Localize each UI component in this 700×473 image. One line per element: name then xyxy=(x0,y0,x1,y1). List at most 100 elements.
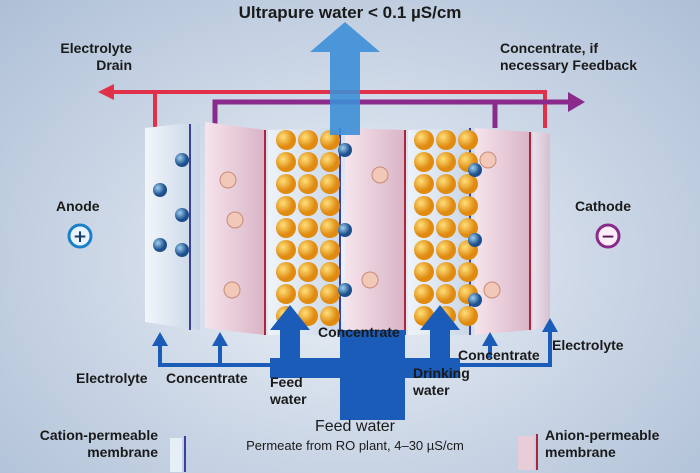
ions xyxy=(153,143,501,307)
electrolyte-drain-line xyxy=(98,84,547,128)
resin-bead xyxy=(298,306,318,326)
cation-ion xyxy=(153,238,167,252)
feed-manifold xyxy=(152,305,558,420)
resin-bead xyxy=(320,262,340,282)
cathode-label: Cathode xyxy=(575,198,631,214)
resin-bead xyxy=(276,218,296,238)
resin-bead xyxy=(414,174,434,194)
resin-bead xyxy=(458,130,478,150)
cation-ion xyxy=(338,143,352,157)
resin-bead xyxy=(414,218,434,238)
resin-bead xyxy=(436,262,456,282)
cation-membrane-swatch xyxy=(170,438,182,472)
anion-ion xyxy=(371,166,389,184)
anode-label: Anode xyxy=(56,198,100,214)
resin-bead xyxy=(414,196,434,216)
cation-ion xyxy=(175,153,189,167)
cation-ion xyxy=(338,223,352,237)
resin-bead xyxy=(436,174,456,194)
resin-bead xyxy=(436,284,456,304)
feed-water-line1: Feed xyxy=(270,374,303,390)
concentrate-feedback-line1: Concentrate, if xyxy=(500,40,599,56)
resin-bead xyxy=(458,174,478,194)
anion-ion xyxy=(226,211,244,229)
drinking-water-line2: water xyxy=(413,382,450,398)
resin-bead xyxy=(458,218,478,238)
feed-water-line2: water xyxy=(270,391,307,407)
resin-bead xyxy=(298,262,318,282)
concentrate-feedback-line xyxy=(212,92,585,128)
resin-bead xyxy=(414,152,434,172)
drinking-water-line1: Drinking xyxy=(413,365,470,381)
concentrate-left-label: Concentrate xyxy=(166,370,248,386)
resin-beads xyxy=(276,130,478,326)
anion-ion xyxy=(219,171,237,189)
resin-bead xyxy=(436,152,456,172)
resin-bead xyxy=(320,218,340,238)
resin-bead xyxy=(414,262,434,282)
cation-ion xyxy=(468,293,482,307)
resin-bead xyxy=(276,240,296,260)
cation-ion xyxy=(468,233,482,247)
resin-bead xyxy=(458,196,478,216)
anion-ion xyxy=(483,281,501,299)
resin-bead xyxy=(298,240,318,260)
resin-bead xyxy=(298,218,318,238)
anion-ion xyxy=(479,151,497,169)
electrolyte-left-label: Electrolyte xyxy=(76,370,148,386)
anion-membrane-swatch xyxy=(518,436,534,470)
concentrate-center-label: Concentrate xyxy=(318,324,400,340)
cation-legend-line1: Cation-permeable xyxy=(39,427,158,443)
resin-bead xyxy=(458,306,478,326)
anion-ion xyxy=(361,271,379,289)
concentrate-feedback-line2: necessary Feedback xyxy=(500,57,637,73)
resin-bead xyxy=(414,240,434,260)
resin-bead xyxy=(276,174,296,194)
cation-legend-line2: membrane xyxy=(87,444,158,460)
resin-bead xyxy=(276,196,296,216)
anion-ion xyxy=(223,281,241,299)
resin-bead xyxy=(320,240,340,260)
feed-water-legend-subtitle: Permeate from RO plant, 4–30 µS/cm xyxy=(246,438,464,453)
cation-ion xyxy=(468,163,482,177)
resin-bead xyxy=(320,196,340,216)
resin-bead xyxy=(320,152,340,172)
resin-bead xyxy=(298,152,318,172)
resin-bead xyxy=(276,284,296,304)
electrolyte-drain-line1: Electrolyte xyxy=(60,40,132,56)
resin-bead xyxy=(276,130,296,150)
anode-symbol: + xyxy=(73,227,87,247)
resin-bead xyxy=(298,130,318,150)
feed-water-legend-title: Feed water xyxy=(314,418,396,435)
resin-bead xyxy=(436,196,456,216)
resin-bead xyxy=(320,174,340,194)
ultrapure-water-arrow xyxy=(310,22,380,135)
resin-bead xyxy=(276,152,296,172)
resin-bead xyxy=(458,262,478,282)
resin-bead xyxy=(436,240,456,260)
resin-bead xyxy=(414,130,434,150)
resin-bead xyxy=(436,218,456,238)
anode-icon: + xyxy=(67,223,93,249)
resin-bead xyxy=(298,174,318,194)
resin-bead xyxy=(414,284,434,304)
concentrate-right-label: Concentrate xyxy=(458,347,540,363)
cation-ion xyxy=(175,243,189,257)
resin-bead xyxy=(436,130,456,150)
ultrapure-water-title: Ultrapure water < 0.1 µS/cm xyxy=(238,3,462,22)
electrolyte-drain-line2: Drain xyxy=(96,57,132,73)
electrolyte-right-label: Electrolyte xyxy=(552,337,624,353)
cation-ion xyxy=(153,183,167,197)
resin-bead xyxy=(320,284,340,304)
resin-bead xyxy=(276,262,296,282)
cathode-symbol: − xyxy=(601,227,615,247)
resin-bead xyxy=(298,196,318,216)
anion-legend-line1: Anion-permeable xyxy=(545,427,660,443)
